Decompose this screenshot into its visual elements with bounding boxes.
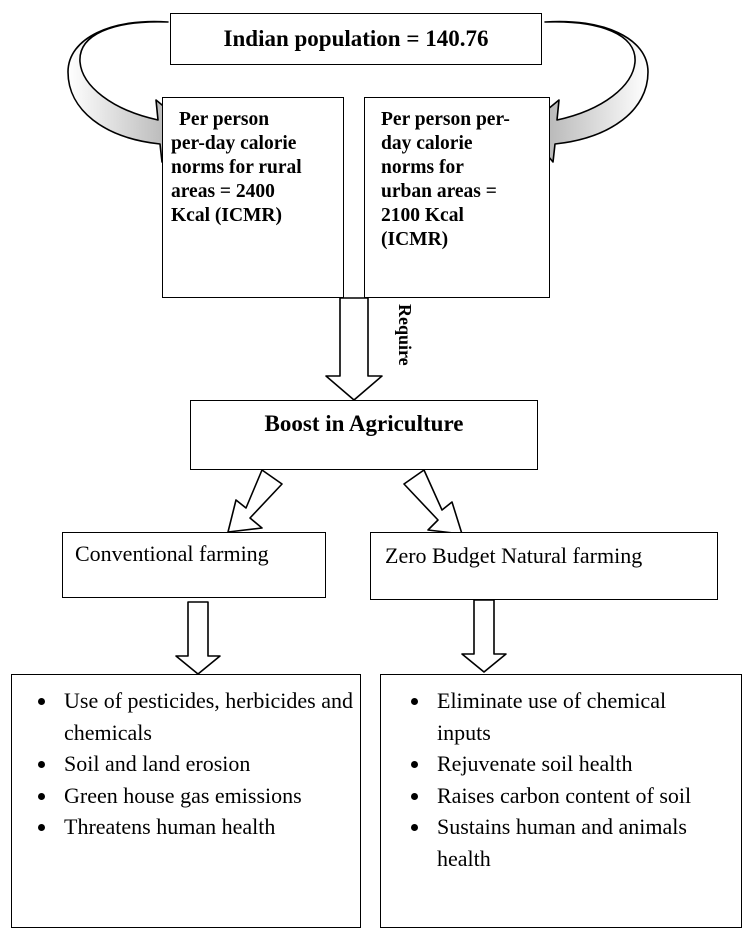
urban-norms-box: Per person per- day calorie norms for ur… [364, 97, 550, 298]
urban-line-1: Per person per- [381, 109, 510, 130]
conventional-effect-item: Soil and land erosion [58, 748, 360, 780]
zbnf-down-arrow-icon [461, 599, 507, 673]
boost-label: Boost in Agriculture [264, 411, 464, 436]
urban-line-5: 2100 Kcal [381, 205, 464, 226]
conventional-farming-box: Conventional farming [62, 532, 326, 598]
diagonal-arrow-right-icon [403, 469, 463, 535]
require-label: Require [395, 304, 415, 366]
conventional-effect-item: Green house gas emissions [58, 780, 360, 812]
rural-line-5: Kcal (ICMR) [171, 205, 283, 226]
rural-line-4: areas = 2400 [171, 181, 275, 202]
urban-line-2: day calorie [381, 133, 473, 154]
urban-line-4: urban areas = [381, 181, 497, 202]
zbnf-benefit-item: Eliminate use of chemical inputs [431, 685, 741, 748]
zbnf-label: Zero Budget Natural farming [385, 543, 643, 568]
zbnf-box: Zero Budget Natural farming [370, 532, 718, 600]
population-label: Indian population = 140.76 [223, 26, 489, 51]
zbnf-benefit-item: Sustains human and animals health [431, 811, 741, 874]
urban-line-6: (ICMR) [381, 229, 449, 250]
urban-line-3: norms for [381, 157, 464, 178]
conventional-down-arrow-icon [175, 601, 221, 675]
rural-norms-box: Per person per-day calorie norms for rur… [162, 97, 344, 298]
zbnf-benefits-list: Eliminate use of chemical inputs Rejuven… [381, 685, 741, 874]
boost-agriculture-box: Boost in Agriculture [190, 400, 538, 470]
conventional-effect-item: Use of pesticides, herbicides and chemic… [58, 685, 360, 748]
conventional-effect-item: Threatens human health [58, 811, 360, 843]
population-box: Indian population = 140.76 [170, 13, 542, 65]
rural-line-2: per-day calorie [171, 133, 297, 154]
rural-norms-text: Per person per-day calorie norms for rur… [171, 108, 302, 228]
diagonal-arrow-left-icon [227, 469, 283, 533]
conventional-effects-list: Use of pesticides, herbicides and chemic… [12, 685, 360, 843]
urban-norms-text: Per person per- day calorie norms for ur… [381, 108, 510, 252]
conventional-label: Conventional farming [75, 541, 269, 566]
rural-line-3: norms for rural [171, 157, 302, 178]
conventional-effects-box: Use of pesticides, herbicides and chemic… [11, 674, 361, 928]
require-arrow-icon [325, 297, 383, 401]
zbnf-benefit-item: Rejuvenate soil health [431, 748, 741, 780]
zbnf-benefits-box: Eliminate use of chemical inputs Rejuven… [380, 674, 742, 928]
rural-line-1: Per person [179, 109, 270, 130]
zbnf-benefit-item: Raises carbon content of soil [431, 780, 741, 812]
